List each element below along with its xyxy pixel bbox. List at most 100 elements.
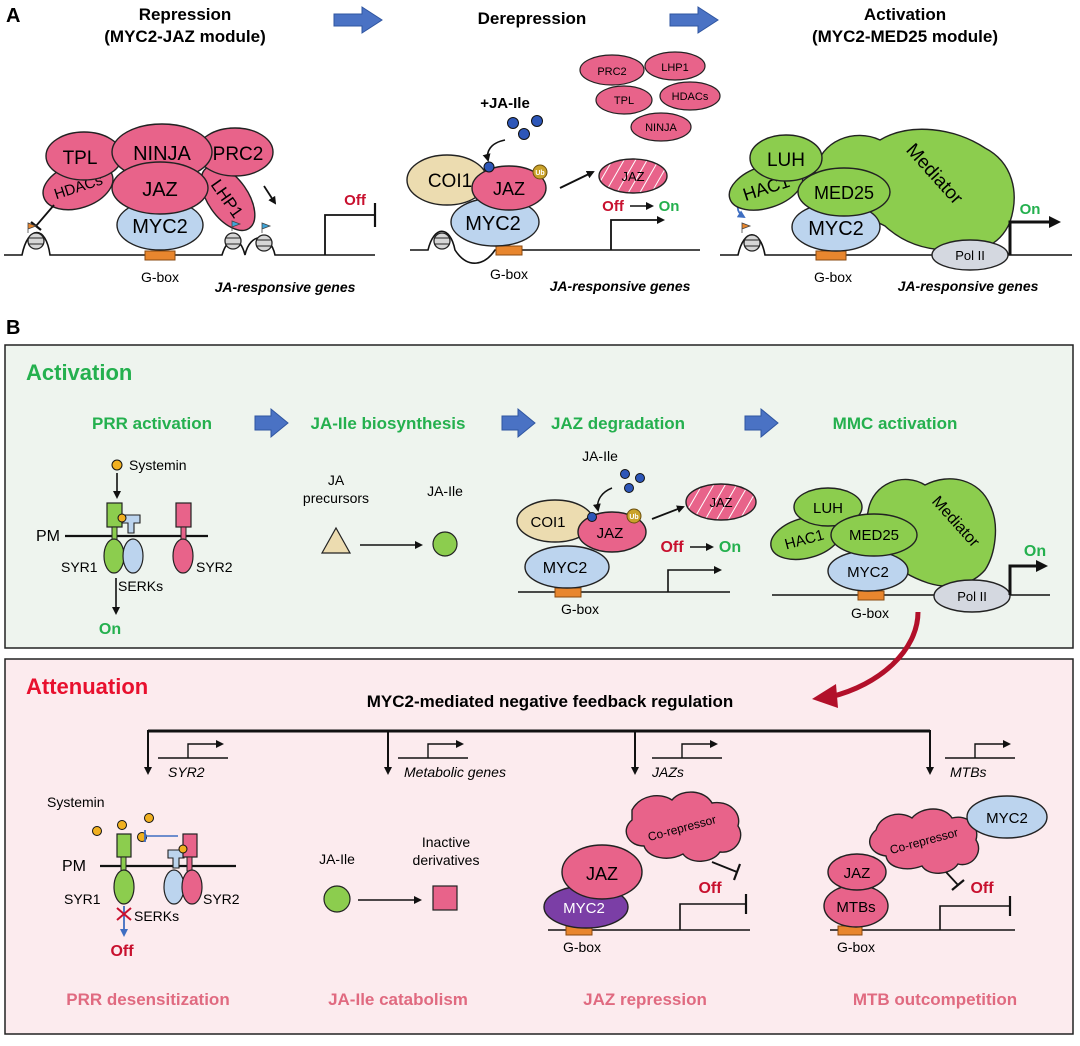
svg-text:HDACs: HDACs: [672, 91, 709, 103]
stage-arrow-2: [669, 6, 719, 34]
catabolism-scene: JA-Ile Inactive derivatives: [319, 834, 479, 913]
biosynthesis-scene: JA precursors JA-Ile: [303, 472, 463, 557]
activation-scene: Mediator Pol II G-box MYC2 HAC1 LUH MED2…: [720, 128, 1072, 294]
pol-ii: [933, 579, 1011, 613]
target-mtbs: MTBs: [950, 764, 987, 780]
pm-label: PM: [36, 528, 60, 545]
svg-text:MTBs: MTBs: [836, 899, 875, 916]
flag-4: [741, 222, 752, 233]
jaz-repression-scene: G-box MYC2 Co-repressor JAZ Off: [543, 791, 750, 955]
svg-text:JA-Ile: JA-Ile: [427, 483, 463, 499]
syr2-ectodomain: [175, 502, 192, 528]
jaz-protein: [827, 853, 887, 891]
svg-text:NINJA: NINJA: [133, 143, 191, 165]
jaz-degraded: [685, 483, 757, 521]
mmc-activation-scene: Mediator Pol II G-box MYC2 HAC1 LUH MED2…: [770, 478, 1050, 621]
svg-text:JA-responsive genes: JA-responsive genes: [898, 278, 1039, 294]
promoter-on: [1008, 216, 1061, 255]
feedback-curve-arrow: [829, 611, 921, 700]
svg-text:MYC2: MYC2: [808, 218, 864, 240]
svg-text:JAZ: JAZ: [844, 865, 871, 882]
svg-text:G-box: G-box: [837, 939, 875, 955]
step-jaz-degradation: JAZ degradation: [551, 414, 685, 433]
svg-text:PRC2: PRC2: [597, 66, 626, 78]
stage-activation-title: Activation: [864, 5, 946, 24]
svg-text:Ub: Ub: [629, 514, 638, 521]
svg-text:Pol II: Pol II: [957, 589, 987, 604]
jaz-protein: [111, 161, 209, 215]
stage-activation-subtitle: (MYC2-MED25 module): [812, 27, 998, 46]
svg-text:COI1: COI1: [428, 171, 472, 192]
svg-text:MED25: MED25: [814, 183, 874, 203]
jaz-protein: [471, 165, 547, 211]
g-box-label: G-box: [141, 269, 179, 285]
g-box: [495, 245, 523, 256]
flag-1: [27, 222, 38, 233]
ja-precursor-triangle: [320, 526, 352, 554]
blocked-x: [116, 907, 132, 921]
panel-b-letter: B: [6, 317, 20, 339]
svg-text:PRC2: PRC2: [213, 144, 264, 165]
stage-repression-title: Repression: [139, 5, 232, 24]
step-arrow-1: [254, 407, 289, 439]
target-metabolic: Metabolic genes: [404, 764, 506, 780]
repression-scene: G-box MYC2 LHP1 HDACs TPL PRC2 NINJA JAZ…: [4, 123, 377, 295]
svg-text:PM: PM: [62, 858, 86, 875]
lhp1-released: [644, 51, 706, 81]
svg-text:MYC2: MYC2: [563, 900, 605, 917]
svg-text:SYR1: SYR1: [61, 559, 98, 575]
flag-3: [261, 222, 272, 233]
svg-text:TPL: TPL: [614, 95, 634, 107]
svg-text:G-box: G-box: [561, 601, 599, 617]
svg-text:MED25: MED25: [849, 527, 899, 544]
svg-text:Off: Off: [970, 880, 994, 897]
svg-text:JA-Ile: JA-Ile: [319, 851, 355, 867]
target-jazs: JAZs: [651, 764, 684, 780]
svg-text:SYR2: SYR2: [203, 891, 240, 907]
svg-text:JAZ: JAZ: [142, 179, 178, 201]
prc2-released: [579, 54, 645, 86]
svg-text:NINJA: NINJA: [645, 122, 677, 134]
derepression-scene: G-box MYC2 COI1 JAZ Ub +JA-Ile JAZ Off O…: [406, 51, 721, 294]
jaz-protein: [561, 844, 643, 900]
svg-text:SYR2: SYR2: [196, 559, 233, 575]
step-arrow-3: [744, 407, 779, 439]
svg-text:LUH: LUH: [767, 150, 805, 171]
ja-ile-label: +JA-Ile: [480, 95, 530, 112]
svg-text:precursors: precursors: [303, 490, 369, 506]
co-repressor-cloud: [868, 808, 980, 874]
mtb-outcompetition-scene: G-box MTBs JAZ Co-repressor MYC2 Off: [823, 795, 1048, 955]
svg-text:TPL: TPL: [63, 148, 98, 169]
feedback-subtitle: MYC2-mediated negative feedback regulati…: [367, 692, 734, 711]
ja-ile-molecule: [483, 161, 495, 173]
tpl-released: [595, 85, 653, 115]
syr1-kinase: [103, 538, 125, 574]
jaz-degradation-scene: G-box MYC2 COI1 JAZ Ub JA-Ile JAZ Off On: [516, 448, 757, 617]
ub-tag: [626, 508, 642, 524]
caption-mtb-outcompetition: MTB outcompetition: [853, 990, 1017, 1009]
prr-desensitization-scene: Systemin PM SYR1 SERKs SYR2 Off: [47, 794, 240, 960]
svg-text:JAZ: JAZ: [597, 525, 624, 542]
svg-text:LHP1: LHP1: [661, 62, 689, 74]
svg-text:MYC2: MYC2: [543, 560, 588, 577]
svg-text:Pol II: Pol II: [955, 248, 985, 263]
inactive-square: [432, 885, 458, 911]
on-label: On: [659, 198, 680, 215]
activation-title: Activation: [26, 360, 132, 385]
svg-text:MYC2: MYC2: [847, 564, 889, 581]
svg-text:G-box: G-box: [563, 939, 601, 955]
off-label: Off: [344, 192, 367, 209]
ja-ile-circle: [323, 885, 351, 913]
jaz-degraded: [598, 158, 668, 194]
svg-text:On: On: [1024, 543, 1046, 560]
prc2-arrow: [263, 185, 277, 205]
svg-text:Ub: Ub: [535, 170, 544, 177]
stage-derepression-title: Derepression: [478, 9, 587, 28]
g-box: [857, 590, 885, 601]
ub-tag: [532, 164, 548, 180]
genes-label: JA-responsive genes: [215, 279, 356, 295]
svg-text:G-box: G-box: [814, 269, 852, 285]
svg-text:On: On: [719, 539, 741, 556]
med25-protein: [797, 167, 891, 217]
svg-text:Systemin: Systemin: [129, 457, 187, 473]
